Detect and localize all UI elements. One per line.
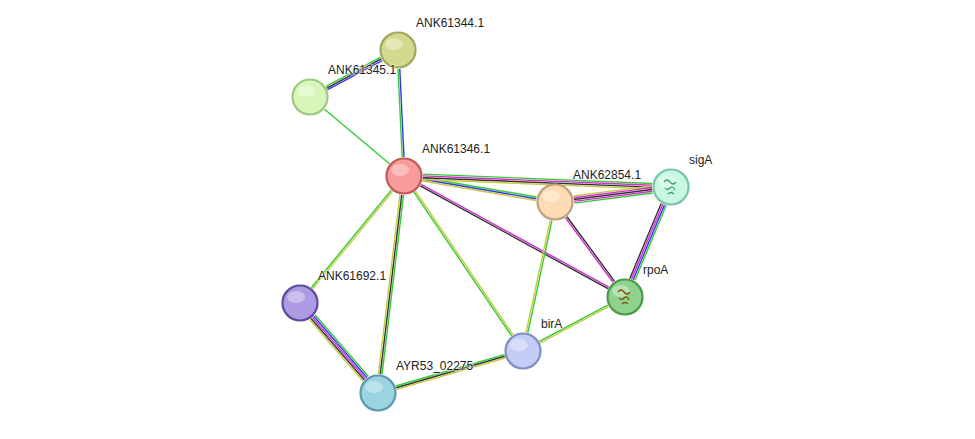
interaction-edge	[398, 69, 404, 157]
circle-gloss	[612, 285, 630, 297]
protein-node: birA	[504, 332, 542, 370]
circle-shape	[293, 80, 328, 115]
protein-label: ANK61692.1	[318, 269, 386, 283]
circle-shape	[381, 33, 416, 68]
evidence-line	[566, 218, 613, 282]
node-circle	[504, 332, 542, 370]
node-circle	[281, 284, 319, 322]
evidence-line	[539, 305, 607, 341]
evidence-line	[526, 220, 550, 332]
circle-shape	[506, 334, 541, 369]
evidence-line	[398, 69, 402, 157]
protein-node: ANK62854.1	[536, 183, 574, 221]
interaction-edge	[539, 305, 608, 343]
node-circle	[385, 157, 423, 195]
interaction-edge	[420, 184, 609, 288]
protein-node: AYR53_02275	[359, 374, 397, 412]
protein-label: rpoA	[643, 263, 668, 277]
evidence-line	[567, 217, 614, 281]
circle-shape	[361, 376, 396, 411]
interaction-edge	[396, 355, 506, 390]
circle-gloss	[385, 38, 403, 50]
node-circle	[606, 278, 644, 316]
protein-label: ANK62854.1	[573, 168, 641, 182]
protein-label: ANK61345.1	[328, 63, 396, 77]
evidence-line	[311, 190, 391, 288]
node-circle	[652, 168, 690, 206]
circle-gloss	[510, 339, 528, 351]
circle-gloss	[658, 175, 676, 187]
evidence-line	[378, 195, 399, 374]
protein-label: birA	[541, 317, 562, 331]
protein-label: AYR53_02275	[396, 359, 473, 373]
node-circle	[359, 374, 397, 412]
interaction-edge	[311, 190, 392, 289]
interaction-edge	[310, 315, 369, 381]
evidence-line	[315, 315, 368, 376]
interaction-edge	[526, 220, 552, 332]
circle-gloss	[287, 291, 305, 303]
interaction-edge	[573, 186, 652, 203]
circle-gloss	[297, 85, 315, 97]
interaction-edge	[325, 109, 390, 164]
circle-gloss	[365, 381, 383, 393]
protein-label: sigA	[689, 153, 712, 167]
protein-label: ANK61344.1	[416, 16, 484, 30]
evidence-line	[310, 320, 363, 381]
evidence-line	[528, 221, 552, 333]
structure-icon	[664, 180, 676, 194]
protein-node: sigA	[652, 168, 690, 206]
evidence-line	[380, 195, 401, 374]
circle-shape	[538, 185, 573, 220]
evidence-line	[325, 109, 390, 164]
node-circle	[536, 183, 574, 221]
evidence-line	[313, 191, 393, 289]
evidence-line	[396, 356, 505, 387]
interaction-edge	[566, 217, 615, 282]
circle-shape	[608, 280, 643, 315]
structure-icon	[618, 290, 630, 304]
evidence-line	[312, 317, 365, 378]
evidence-line	[311, 319, 364, 380]
evidence-line	[540, 307, 608, 343]
interaction-edge	[378, 195, 403, 375]
evidence-line	[397, 358, 506, 389]
protein-node: ANK61346.1	[385, 157, 423, 195]
evidence-line	[414, 192, 512, 336]
evidence-line	[574, 191, 652, 201]
evidence-line	[574, 193, 652, 203]
node-circle	[291, 78, 329, 116]
interaction-edge	[414, 191, 513, 336]
circle-shape	[387, 159, 422, 194]
circle-gloss	[542, 190, 560, 202]
evidence-line	[396, 355, 505, 386]
circle-gloss	[391, 164, 409, 176]
circle-shape	[654, 170, 689, 205]
protein-node: ANK61692.1	[281, 284, 319, 322]
protein-label: ANK61346.1	[422, 142, 490, 156]
evidence-line	[415, 191, 513, 335]
protein-node: rpoA	[606, 278, 644, 316]
evidence-line	[382, 195, 403, 374]
evidence-line	[314, 316, 367, 377]
protein-node: ANK61345.1	[291, 78, 329, 116]
circle-shape	[283, 286, 318, 321]
